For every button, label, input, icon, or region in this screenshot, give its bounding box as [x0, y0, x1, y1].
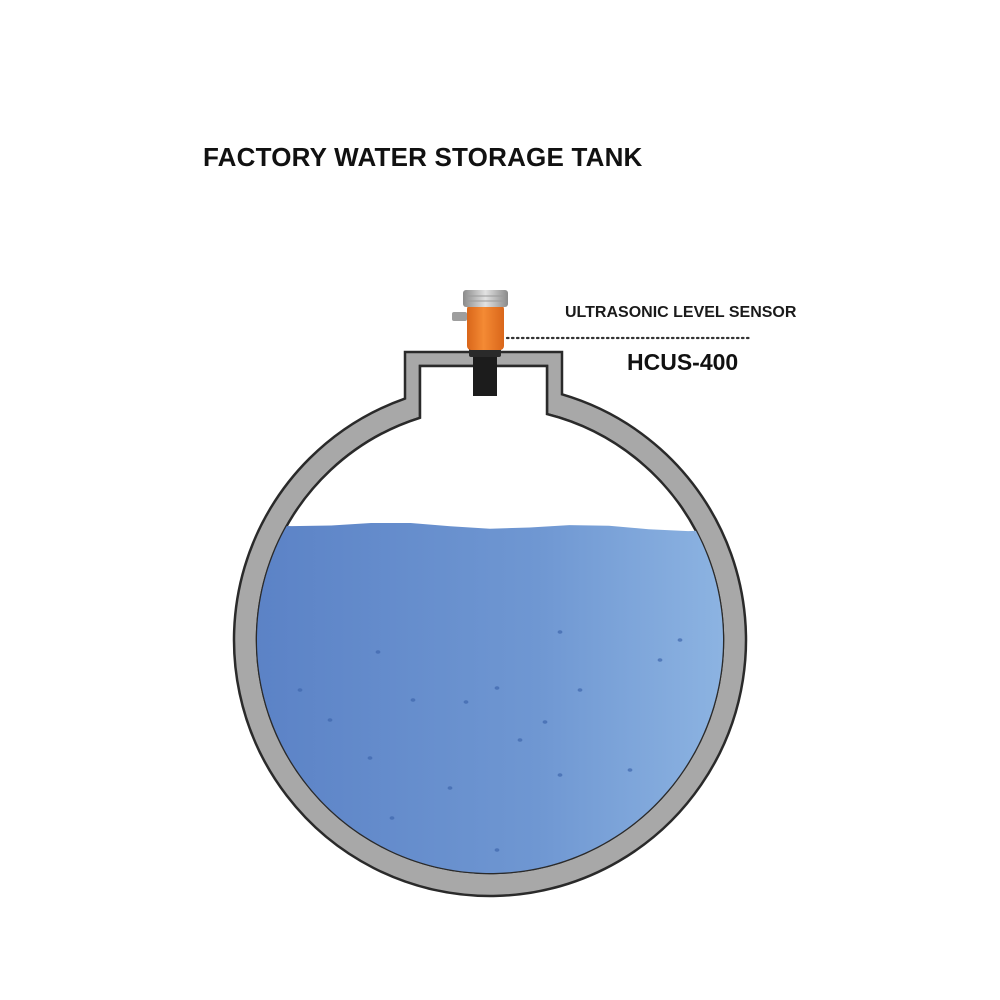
sensor-body: [467, 305, 504, 350]
water-bubble: [677, 638, 683, 642]
sensor-label: ULTRASONIC LEVEL SENSOR: [565, 304, 797, 321]
water-bubble: [327, 718, 333, 722]
water-bubble: [410, 698, 416, 702]
sensor-cable-gland: [452, 312, 467, 321]
water-bubble: [367, 756, 373, 760]
water-bubble: [494, 686, 500, 690]
water-bubble: [494, 848, 500, 852]
water-bubble: [375, 650, 381, 654]
water-bubble: [577, 688, 583, 692]
ultrasonic-sensor: [452, 290, 508, 396]
sensor-cap: [463, 290, 508, 307]
sensor-probe: [473, 350, 497, 396]
water-bubble: [557, 773, 563, 777]
sensor-model-label: HCUS-400: [627, 349, 739, 375]
diagram-title: FACTORY WATER STORAGE TANK: [203, 142, 643, 172]
water-bubble: [297, 688, 303, 692]
water-bubbles: [297, 630, 683, 852]
water-bubble: [463, 700, 469, 704]
water-bubble: [627, 768, 633, 772]
water-bubble: [542, 720, 548, 724]
water-bubble: [517, 738, 523, 742]
water-bubble: [657, 658, 663, 662]
water-bubble: [389, 816, 395, 820]
water-bubble: [557, 630, 563, 634]
water-bubble: [447, 786, 453, 790]
water-surface: [257, 523, 724, 874]
water-body: [257, 523, 724, 874]
